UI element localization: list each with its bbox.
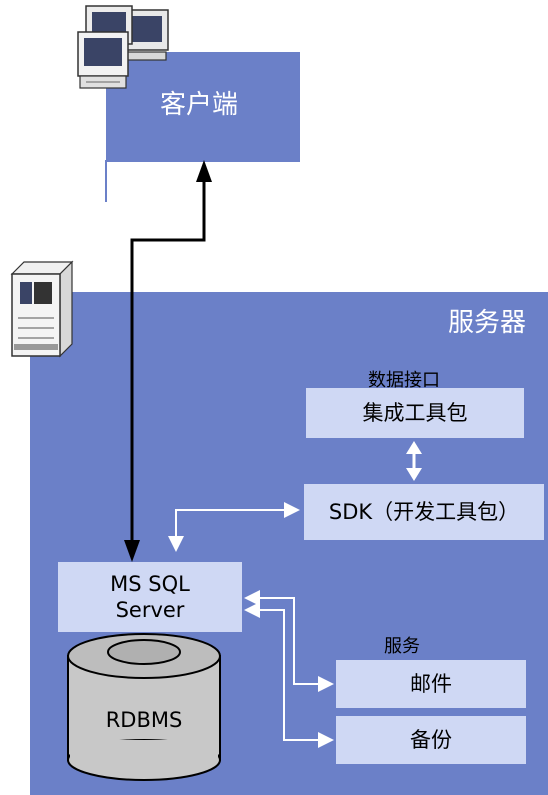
integration-toolkit-box: 集成工具包 bbox=[306, 388, 524, 438]
backup-box: 备份 bbox=[336, 716, 526, 764]
client-label: 客户端 bbox=[160, 90, 239, 120]
mail-label: 邮件 bbox=[410, 671, 452, 696]
sql-server-box: MS SQL Server bbox=[58, 562, 242, 632]
server-label: 服务器 bbox=[448, 308, 527, 338]
data-interface-label: 数据接口 bbox=[368, 370, 440, 391]
client-panel bbox=[106, 52, 300, 162]
mail-box: 邮件 bbox=[336, 660, 526, 708]
integration-toolkit-label: 集成工具包 bbox=[362, 400, 468, 425]
sql-server-label-line1: MS SQL bbox=[110, 571, 190, 596]
services-label: 服务 bbox=[384, 636, 420, 657]
sql-server-label-line2: Server bbox=[115, 598, 185, 622]
rdbms-label: RDBMS bbox=[105, 708, 183, 732]
backup-label: 备份 bbox=[410, 727, 452, 752]
client-panel-left-line bbox=[105, 160, 107, 202]
sdk-box: SDK（开发工具包） bbox=[304, 484, 544, 540]
sdk-label: SDK（开发工具包） bbox=[328, 499, 520, 524]
